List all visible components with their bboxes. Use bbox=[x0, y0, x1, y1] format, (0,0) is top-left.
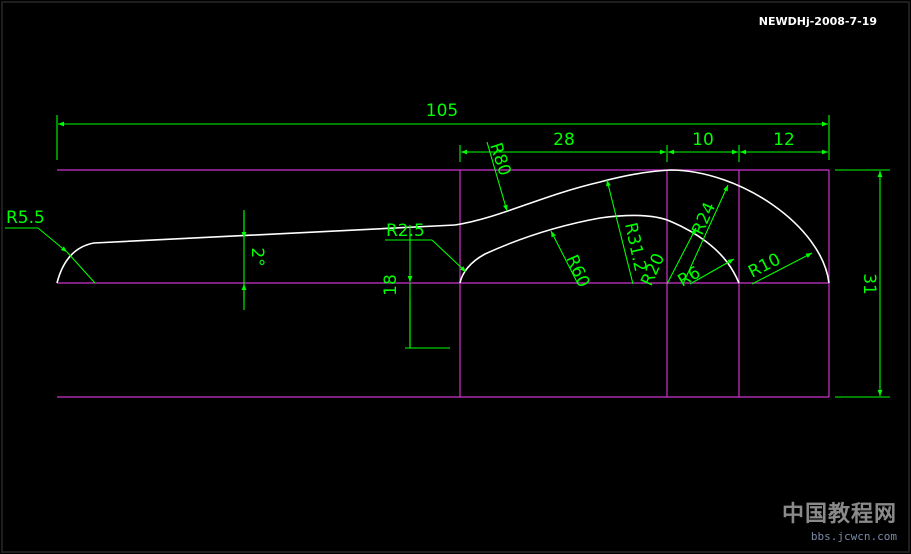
leader-r20 bbox=[666, 227, 697, 285]
radius-text-r80: R80 bbox=[485, 140, 514, 178]
leader-r5-5 bbox=[37, 227, 68, 253]
radius-text-r24: R24 bbox=[688, 199, 720, 238]
dim-text-12: 12 bbox=[773, 130, 795, 150]
watermark-title: 中国教程网 bbox=[782, 501, 897, 527]
profile-upper-right bbox=[454, 169, 830, 284]
leader-r24 bbox=[682, 184, 729, 285]
author-date-stamp: NEWDHj-2008-7-19 bbox=[759, 15, 877, 28]
construction-lines bbox=[57, 169, 830, 398]
radius-text-r5-5: R5.5 bbox=[6, 208, 45, 228]
radius-text-r2-5: R2.5 bbox=[386, 221, 425, 241]
leader-r60 bbox=[550, 230, 579, 285]
leader-r2-5 bbox=[431, 239, 467, 273]
leader-r80 bbox=[486, 141, 508, 212]
dim-text-18: 18 bbox=[381, 274, 401, 296]
leader-r5-5-tail bbox=[66, 251, 96, 284]
dim-text-31: 31 bbox=[859, 273, 879, 295]
part-profile bbox=[56, 169, 830, 284]
leader-r31-2 bbox=[606, 179, 634, 285]
dim-text-10: 10 bbox=[692, 130, 714, 150]
site-watermark: 中国教程网 bbs.jcwcn.com bbox=[782, 501, 897, 543]
dim-text-28: 28 bbox=[553, 130, 575, 150]
dimension-graphics bbox=[5, 115, 890, 398]
profile-upper-left bbox=[56, 224, 456, 284]
leader-r6 bbox=[689, 258, 735, 285]
radius-text-r60: R60 bbox=[561, 252, 593, 291]
angle-text: 2° bbox=[247, 247, 267, 266]
watermark-url: bbs.jcwcn.com bbox=[811, 530, 897, 543]
dim-text-105: 105 bbox=[426, 101, 458, 121]
radius-text-r6: R6 bbox=[675, 263, 705, 292]
profile-inner-arc bbox=[459, 214, 740, 284]
leader-r10 bbox=[751, 252, 813, 285]
